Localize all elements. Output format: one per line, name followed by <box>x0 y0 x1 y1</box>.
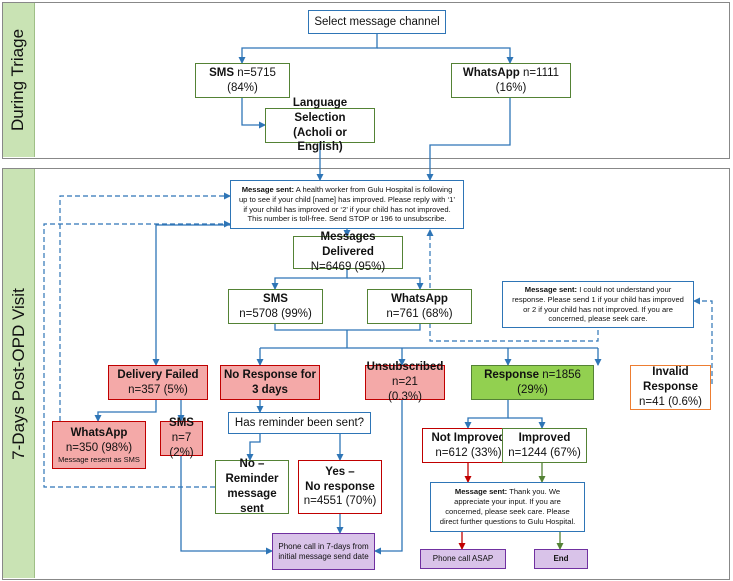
reminder-question-box: Has reminder been sent? <box>228 412 371 434</box>
messages-delivered-box: Messages Delivered N=6469 (95%) <box>293 231 403 273</box>
message-sent-initial-label: Message sent: <box>241 184 295 194</box>
delivery-failed-count: n=357 (5%) <box>128 383 188 396</box>
sms-failed-label: SMS <box>169 417 194 430</box>
response-box: Response n=1856 (29%) <box>471 365 594 400</box>
message-sent-thanks-box: Message sent: Thank you. We appreciate y… <box>430 482 585 532</box>
response-pct: (29%) <box>517 383 548 396</box>
connector-to-no-response <box>260 347 598 365</box>
yes-no-response-count: n=4551 (70%) <box>303 495 377 508</box>
reminder-question-text: Has reminder been sent? <box>234 416 365 429</box>
sms-triage-box: SMS n=5715 (84%) <box>195 63 290 98</box>
sms-delivered-count: n=5708 (99%) <box>239 307 312 320</box>
language-selection-title: Language Selection <box>292 96 348 124</box>
sms-triage-label: SMS <box>209 66 235 79</box>
not-improved-count: n=612 (33%) <box>435 446 502 459</box>
invalid-response-box: Invalid Response n=41 (0.6%) <box>630 365 711 410</box>
whatsapp-failed-label: WhatsApp <box>70 426 128 439</box>
messages-delivered-count: N=6469 (95%) <box>310 260 386 273</box>
no-reminder-line3: message sent <box>227 488 277 515</box>
dashed-reply-loop <box>426 229 599 342</box>
connector-select-to-whatsapp <box>377 47 514 64</box>
messages-delivered-label: Messages Delivered <box>320 231 376 259</box>
connector-sms-to-language <box>241 97 266 129</box>
sms-delivered-label: SMS <box>263 292 288 305</box>
dashed-whatsapp-resend <box>59 192 231 421</box>
message-sent-thanks-text: Thank you. We appreciate your input. If … <box>439 487 576 526</box>
end-box: End <box>534 549 588 569</box>
unsubscribed-count: n=21 <box>392 376 418 389</box>
response-label: Response <box>484 368 540 381</box>
language-selection-options: (Acholi or English) <box>293 126 347 154</box>
select-channel-box: Select message channel <box>308 10 446 34</box>
invalid-response-subtitle: Response <box>643 381 698 394</box>
sms-failed-box: SMS n=7 (2%) <box>160 417 203 459</box>
whatsapp-delivered-count: n=761 (68%) <box>386 307 453 320</box>
section-label-post-opd: 7-Days Post-OPD Visit <box>3 169 35 578</box>
improved-box: Improved n=1244 (67%) <box>502 428 587 463</box>
no-reminder-line1: No – <box>239 458 265 471</box>
sms-failed-count: n=7 <box>171 432 192 445</box>
sms-triage-count: n=5715 <box>234 66 276 79</box>
unsubscribed-pct: (0.3%) <box>388 390 422 403</box>
connector-delivered-to-whatsapp <box>347 277 424 290</box>
whatsapp-triage-count: n=1111 <box>519 66 560 79</box>
language-selection-box: Language Selection (Acholi or English) <box>265 97 375 153</box>
not-improved-label: Not Improved <box>431 431 506 444</box>
message-sent-initial-box: Message sent: A health worker from Gulu … <box>230 180 464 229</box>
connector-failed-to-whatsapp <box>94 400 157 422</box>
connector-select-to-sms <box>238 33 378 64</box>
connector-reminder-to-no <box>246 433 261 461</box>
message-sent-initial-text: A health worker from Gulu Hospital is fo… <box>238 184 456 224</box>
invalid-response-title: Invalid <box>652 366 689 379</box>
connector-unsub-to-phone <box>374 400 403 555</box>
connector-channels-merge <box>274 323 421 331</box>
end-text: End <box>553 554 569 563</box>
improved-label: Improved <box>518 431 571 444</box>
phone-call-asap-box: Phone call ASAP <box>420 549 506 569</box>
invalid-response-count: n=41 (0.6%) <box>639 395 702 408</box>
sms-triage-pct: (84%) <box>227 81 258 94</box>
sms-failed-pct: (2%) <box>169 446 194 459</box>
no-response-days: 3 days <box>252 383 288 396</box>
yes-no-response-line2: No response <box>305 480 375 493</box>
no-response-box: No Response for 3 days <box>220 365 320 400</box>
whatsapp-failed-note: Message resent as SMS <box>58 454 140 464</box>
improved-count: n=1244 (67%) <box>508 446 581 459</box>
no-response-title: No Response for <box>224 368 317 381</box>
message-sent-thanks-label: Message sent: <box>454 487 508 497</box>
unsubscribed-label: Unsubscribed <box>366 361 444 374</box>
whatsapp-delivered-label: WhatsApp <box>391 292 448 305</box>
connector-response-to-improved <box>508 417 546 429</box>
connector-response-split <box>464 400 509 429</box>
connector-delivered-to-sms <box>271 268 348 290</box>
message-sent-invalid-box: Message sent: I could not understand you… <box>502 281 694 328</box>
yes-no-response-line1: Yes – <box>325 465 355 478</box>
whatsapp-failed-box: WhatsApp n=350 (98%) Message resent as S… <box>52 421 146 469</box>
connector-whatsapp-to-message <box>426 97 511 181</box>
sms-delivered-box: SMS n=5708 (99%) <box>228 289 323 324</box>
select-channel-text: Select message channel <box>314 15 440 28</box>
whatsapp-triage-box: WhatsApp n=1111 (16%) <box>451 63 571 98</box>
message-sent-invalid-text: I could not understand your response. Pl… <box>512 284 684 324</box>
whatsapp-delivered-box: WhatsApp n=761 (68%) <box>367 289 472 324</box>
message-sent-invalid-label: Message sent: <box>524 284 578 294</box>
delivery-failed-label: Delivery Failed <box>117 368 199 381</box>
section-label-during-triage: During Triage <box>3 3 35 157</box>
response-count: n=1856 <box>539 368 581 381</box>
delivery-failed-box: Delivery Failed n=357 (5%) <box>108 365 208 400</box>
phone-call-asap-text: Phone call ASAP <box>432 554 494 563</box>
yes-no-response-box: Yes – No response n=4551 (70%) <box>298 460 382 514</box>
whatsapp-failed-count: n=350 (98%) <box>65 441 133 454</box>
phone-call-7days-text: Phone call in 7-days from initial messag… <box>278 541 369 561</box>
phone-call-7days-box: Phone call in 7-days from initial messag… <box>272 533 375 570</box>
no-reminder-line2: Reminder <box>225 473 279 486</box>
unsubscribed-box: Unsubscribed n=21 (0.3%) <box>365 361 445 403</box>
not-improved-box: Not Improved n=612 (33%) <box>422 428 515 463</box>
whatsapp-triage-label: WhatsApp <box>462 66 520 79</box>
no-reminder-box: No – Reminder message sent <box>215 458 289 515</box>
whatsapp-triage-pct: (16%) <box>495 81 527 94</box>
dashed-invalid-loop <box>665 297 713 386</box>
